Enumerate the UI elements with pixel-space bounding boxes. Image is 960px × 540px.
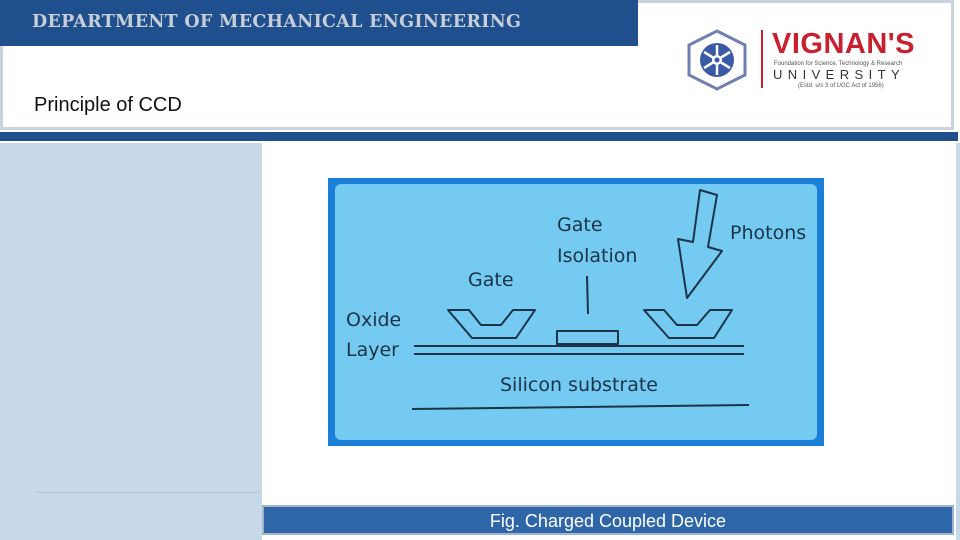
slide-title: Principle of CCD [34, 94, 182, 116]
label-silicon-substrate: Silicon substrate [500, 374, 658, 396]
header-divider [0, 132, 958, 141]
label-oxide-2: Layer [346, 339, 399, 361]
label-gate: Gate [468, 269, 514, 291]
photons-arrow [677, 189, 723, 299]
left-sidebar [0, 143, 262, 540]
right-edge [956, 143, 960, 540]
logo-established: (Estd. u/s 3 of UGC Act of 1956) [798, 83, 884, 89]
label-gate-isolation-1: Gate [557, 214, 603, 236]
department-banner: DEPARTMENT OF MECHANICAL ENGINEERING [0, 0, 638, 46]
figure-caption: Fig. Charged Coupled Device [489, 511, 727, 531]
substrate-bottom [411, 404, 750, 410]
diagram-background [335, 184, 817, 440]
university-logo: VIGNAN'S Foundation for Science, Technol… [682, 28, 932, 92]
vignan-emblem-icon [687, 29, 747, 91]
label-gate-isolation-2: Isolation [557, 245, 638, 267]
logo-divider [761, 30, 763, 88]
isolation-pointer [586, 275, 589, 315]
label-photons: Photons [730, 222, 807, 244]
department-name: DEPARTMENT OF MECHANICAL ENGINEERING [32, 12, 522, 32]
caption-bar: Fig. Charged Coupled Device [262, 505, 954, 535]
gate-electrode-left [447, 309, 536, 339]
logo-university: UNIVERSITY [773, 67, 906, 82]
logo-tagline: Foundation for Science, Technology & Res… [774, 61, 903, 67]
ccd-diagram: Gate Isolation Photons Gate Oxide Layer … [328, 178, 824, 446]
logo-brand: VIGNAN'S [772, 28, 916, 60]
label-oxide-1: Oxide [346, 309, 402, 331]
gate-isolation-block [556, 330, 619, 345]
sidebar-divider [35, 492, 260, 493]
diagram-drawing [411, 189, 750, 410]
gate-electrode-right [643, 309, 733, 339]
